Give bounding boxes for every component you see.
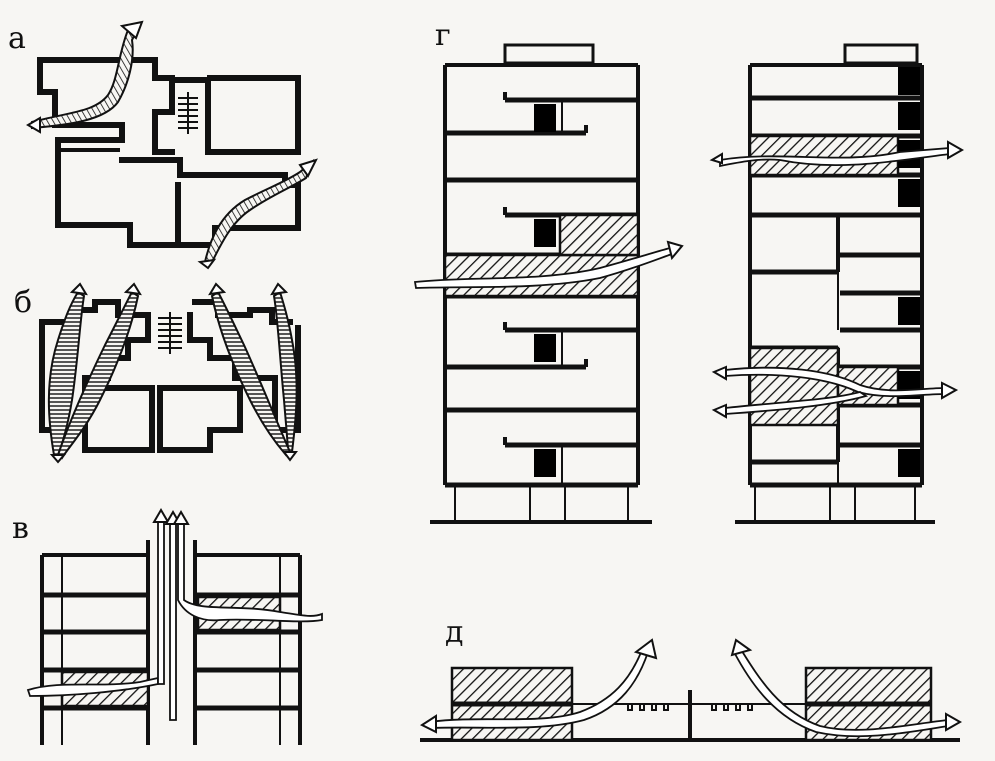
building-right xyxy=(709,43,965,524)
panel-v-label: в xyxy=(12,511,29,546)
panel-b-label: б xyxy=(14,285,32,320)
panel-a-label: а xyxy=(8,21,26,56)
panel-g-label: г xyxy=(435,18,451,53)
panel-a: а xyxy=(8,20,318,270)
building-left xyxy=(413,43,684,524)
panel-d: д xyxy=(419,615,963,742)
panel-v: в xyxy=(12,508,323,745)
panel-g: г xyxy=(413,18,965,524)
panel-b: б xyxy=(14,282,301,464)
panel-d-label: д xyxy=(445,615,463,650)
